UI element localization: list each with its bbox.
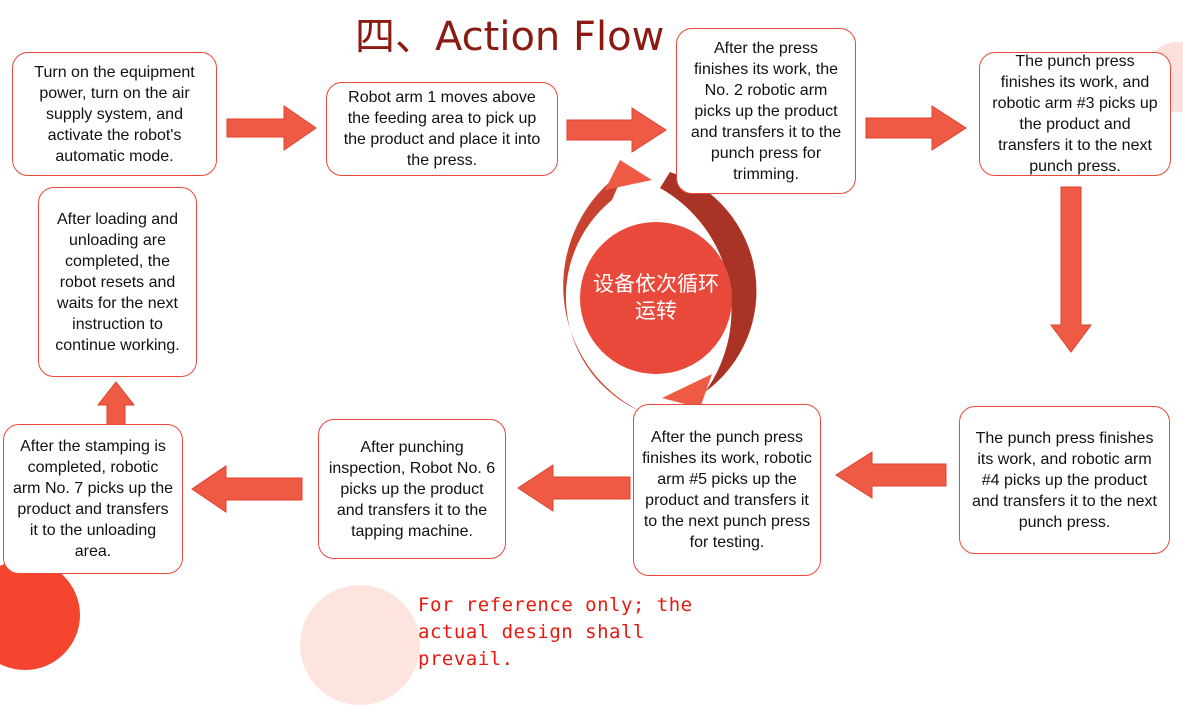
arrow-right-3	[865, 105, 967, 151]
page-title: 四、Action Flow	[355, 14, 665, 60]
flow-arrows	[96, 105, 1092, 513]
step-1-box: Turn on the equipment power, turn on the…	[12, 52, 217, 176]
step-9-box: After loading and unloading are complete…	[38, 187, 197, 377]
arrow-left-7	[191, 465, 303, 513]
step-5-box: The punch press finishes its work, and r…	[959, 406, 1170, 554]
step-7-box: After punching inspection, Robot No. 6 p…	[318, 419, 506, 559]
step-4-box: The punch press finishes its work, and r…	[979, 52, 1171, 176]
step-6-box: After the punch press finishes its work,…	[633, 404, 821, 576]
arrow-up-8	[96, 381, 136, 426]
step-3-box: After the press finishes its work, the N…	[676, 28, 856, 194]
cycle-arc-left	[563, 170, 642, 412]
arrow-left-6	[517, 464, 631, 512]
center-circle	[580, 222, 732, 374]
step-8-box: After the stamping is completed, robotic…	[3, 424, 183, 574]
arrow-left-5	[835, 451, 947, 499]
arrow-right-1	[226, 105, 317, 151]
cycle-arc-right	[660, 172, 757, 392]
arrow-right-2	[566, 107, 667, 153]
cycle-arrowhead-bottom	[662, 374, 712, 408]
arrow-down-4	[1050, 186, 1092, 353]
disclaimer-note: For reference only; the actual design sh…	[418, 594, 693, 670]
cycle-arrows	[563, 160, 757, 412]
cycle-arrowhead-top	[605, 160, 652, 190]
step-2-box: Robot arm 1 moves above the feeding area…	[326, 82, 558, 176]
center-cycle-label: 设备依次循环运转	[593, 272, 719, 323]
